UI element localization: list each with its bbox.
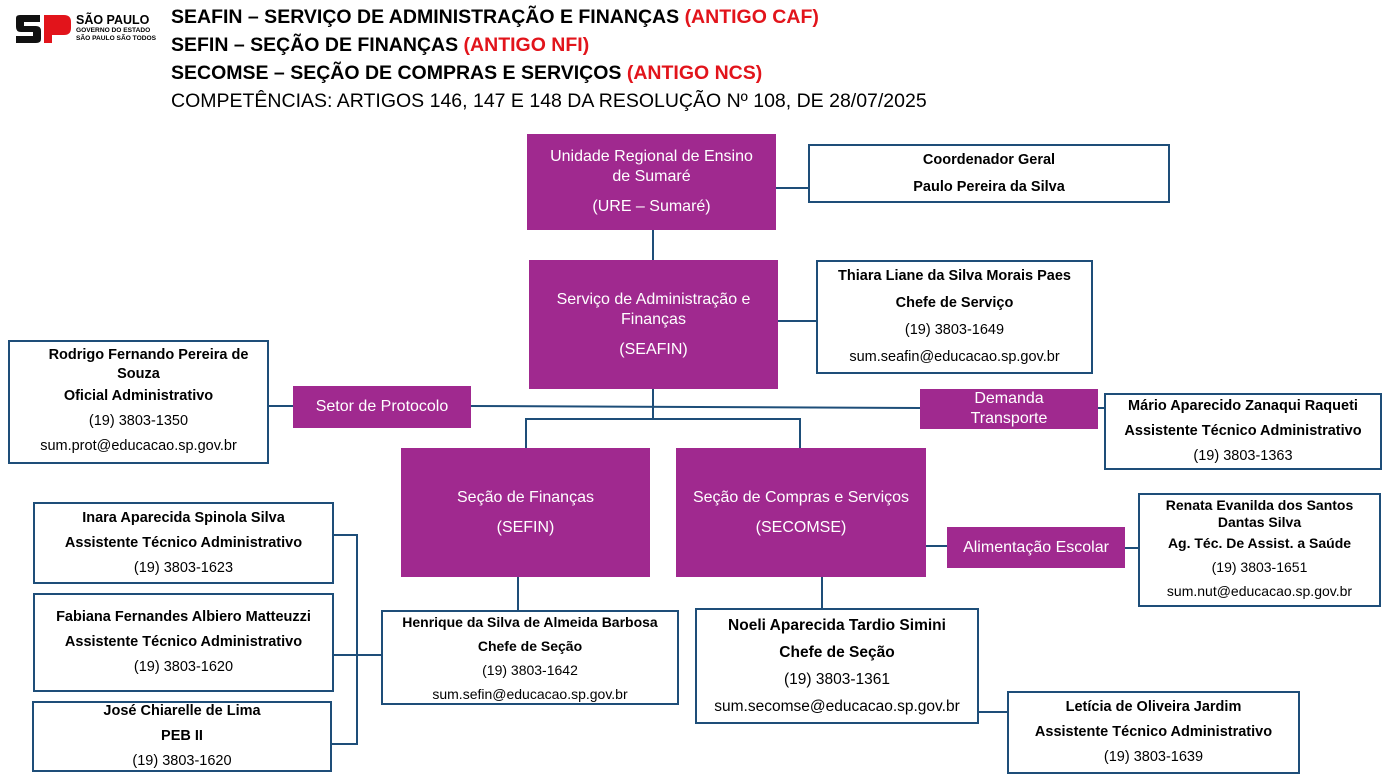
unit-setor-protocolo: Setor de Protocolo xyxy=(293,386,471,428)
unit-secomse: Seção de Compras e Serviços (SECOMSE) xyxy=(676,448,926,577)
header-secomse-former: (ANTIGO NCS) xyxy=(626,62,763,84)
transporte-line-1: Demanda xyxy=(974,390,1044,407)
box-rodrigo: Rodrigo Fernando Pereira de Souza Oficia… xyxy=(8,340,269,464)
henrique-role: Chefe de Seção xyxy=(477,637,583,654)
fabiana-phone: (19) 3803-1620 xyxy=(133,659,234,675)
leticia-role: Assistente Técnico Administrativo xyxy=(1034,724,1273,740)
box-inara: Inara Aparecida Spinola Silva Assistente… xyxy=(33,502,334,584)
henrique-email: sum.sefin@educacao.sp.gov.br xyxy=(432,685,628,702)
box-leticia: Letícia de Oliveira Jardim Assistente Té… xyxy=(1007,691,1300,774)
logo-line-1: SÃO PAULO xyxy=(76,13,150,27)
unit-demanda-transporte: Demanda Transporte xyxy=(920,389,1098,429)
seafin-line-2: Finanças xyxy=(621,310,686,328)
alimentacao-label: Alimentação Escolar xyxy=(963,538,1109,556)
jose-phone: (19) 3803-1620 xyxy=(132,753,232,769)
box-renata: Renata Evanilda dos Santos Dantas Silva … xyxy=(1138,493,1381,607)
box-thiara: Thiara Liane da Silva Morais Paes Chefe … xyxy=(816,260,1093,374)
jose-name: José Chiarelle de Lima xyxy=(103,703,261,719)
sefin-line-2: (SEFIN) xyxy=(496,518,555,536)
ure-line-1: Unidade Regional de Ensino xyxy=(550,148,753,165)
logo-wordmark: SÃO PAULO GOVERNO DO ESTADO SÃO PAULO SÃ… xyxy=(76,14,166,43)
renata-phone: (19) 3803-1651 xyxy=(1211,559,1308,575)
coordenador-role: Coordenador Geral xyxy=(922,151,1056,168)
noeli-email: sum.secomse@educacao.sp.gov.br xyxy=(714,698,960,715)
unit-alimentacao-escolar: Alimentação Escolar xyxy=(947,527,1125,568)
rodrigo-phone: (19) 3803-1350 xyxy=(88,412,189,429)
connector-protocol-bus xyxy=(470,405,921,409)
seafin-line-3: (SEAFIN) xyxy=(619,340,688,358)
header-line-seafin: SEAFIN – SERVIÇO DE ADMINISTRAÇÃO E FINA… xyxy=(171,4,819,30)
secomse-line-1: Seção de Compras e Serviços xyxy=(692,488,910,506)
renata-role: Ag. Téc. De Assist. a Saúde xyxy=(1167,535,1352,551)
fabiana-name: Fabiana Fernandes Albiero Matteuzzi xyxy=(56,609,311,625)
box-mario: Mário Aparecido Zanaqui Raqueti Assisten… xyxy=(1104,393,1382,470)
noeli-phone: (19) 3803-1361 xyxy=(784,671,890,688)
box-jose: José Chiarelle de Lima PEB II (19) 3803-… xyxy=(32,701,332,772)
transporte-line-2: Transporte xyxy=(970,410,1048,427)
fabiana-role: Assistente Técnico Administrativo xyxy=(64,634,303,650)
renata-email: sum.nut@educacao.sp.gov.br xyxy=(1166,583,1353,599)
ure-line-2: de Sumaré xyxy=(612,168,691,185)
header-line-sefin: SEFIN – SEÇÃO DE FINANÇAS (ANTIGO NFI) xyxy=(171,32,589,58)
thiara-phone: (19) 3803-1649 xyxy=(904,322,1005,338)
coordenador-name: Paulo Pereira da Silva xyxy=(913,178,1065,195)
header-seafin-title: SEAFIN – SERVIÇO DE ADMINISTRAÇÃO E FINA… xyxy=(171,6,680,28)
rodrigo-email: sum.prot@educacao.sp.gov.br xyxy=(40,437,237,454)
rodrigo-role: Oficial Administrativo xyxy=(63,387,214,404)
connector-left-staff-bus xyxy=(332,534,381,745)
box-noeli: Noeli Aparecida Tardio Simini Chefe de S… xyxy=(695,608,979,724)
box-coordenador-geral: Coordenador Geral Paulo Pereira da Silva xyxy=(808,144,1170,203)
noeli-role: Chefe de Seção xyxy=(779,644,895,661)
box-henrique: Henrique da Silva de Almeida Barbosa Che… xyxy=(381,610,679,705)
header-secomse-title: SECOMSE – SEÇÃO DE COMPRAS E SERVIÇOS xyxy=(171,62,622,84)
sao-paulo-logo: SÃO PAULO GOVERNO DO ESTADO SÃO PAULO SÃ… xyxy=(14,14,160,44)
box-fabiana: Fabiana Fernandes Albiero Matteuzzi Assi… xyxy=(33,593,334,692)
secomse-line-2: (SECOMSE) xyxy=(755,518,847,536)
mario-role: Assistente Técnico Administrativo xyxy=(1124,423,1362,439)
logo-line-2: GOVERNO DO ESTADO xyxy=(76,27,151,34)
inara-name: Inara Aparecida Spinola Silva xyxy=(82,509,285,526)
seafin-line-1: Serviço de Administração e xyxy=(556,290,751,308)
sp-logo-icon xyxy=(16,15,71,43)
inara-role: Assistente Técnico Administrativo xyxy=(64,534,303,551)
header-sefin-former: (ANTIGO NFI) xyxy=(463,34,590,56)
unit-sefin: Seção de Finanças (SEFIN) xyxy=(401,448,650,577)
leticia-name: Letícia de Oliveira Jardim xyxy=(1065,699,1242,715)
header-seafin-former: (ANTIGO CAF) xyxy=(684,6,819,28)
mario-name: Mário Aparecido Zanaqui Raqueti xyxy=(1128,398,1358,414)
connector-sections-bus xyxy=(525,418,801,448)
mario-phone: (19) 3803-1363 xyxy=(1193,448,1293,464)
noeli-name: Noeli Aparecida Tardio Simini xyxy=(728,617,946,634)
unit-seafin: Serviço de Administração e Finanças (SEA… xyxy=(529,260,778,389)
thiara-role: Chefe de Serviço xyxy=(895,295,1014,311)
header-competencias: COMPETÊNCIAS: ARTIGOS 146, 147 E 148 DA … xyxy=(171,90,927,112)
renata-name-2: Dantas Silva xyxy=(1217,514,1302,530)
protocolo-label: Setor de Protocolo xyxy=(315,398,449,415)
henrique-phone: (19) 3803-1642 xyxy=(482,661,578,678)
rodrigo-name-2: Souza xyxy=(117,365,160,382)
rodrigo-name-1: Rodrigo Fernando Pereira de xyxy=(48,346,249,363)
leticia-phone: (19) 3803-1639 xyxy=(1103,749,1204,765)
thiara-email: sum.seafin@educacao.sp.gov.br xyxy=(849,349,1060,365)
ure-line-3: (URE – Sumaré) xyxy=(592,198,711,215)
unit-ure-sumare: Unidade Regional de Ensino de Sumaré (UR… xyxy=(527,134,776,230)
thiara-name: Thiara Liane da Silva Morais Paes xyxy=(838,268,1071,284)
header-line-secomse: SECOMSE – SEÇÃO DE COMPRAS E SERVIÇOS (A… xyxy=(171,60,762,86)
header-sefin-title: SEFIN – SEÇÃO DE FINANÇAS xyxy=(171,34,459,56)
renata-name-1: Renata Evanilda dos Santos xyxy=(1165,497,1354,513)
inara-phone: (19) 3803-1623 xyxy=(133,559,234,576)
logo-line-3: SÃO PAULO SÃO TODOS xyxy=(76,35,156,42)
jose-role: PEB II xyxy=(161,728,203,744)
henrique-name: Henrique da Silva de Almeida Barbosa xyxy=(402,613,658,630)
sefin-line-1: Seção de Finanças xyxy=(457,488,594,506)
